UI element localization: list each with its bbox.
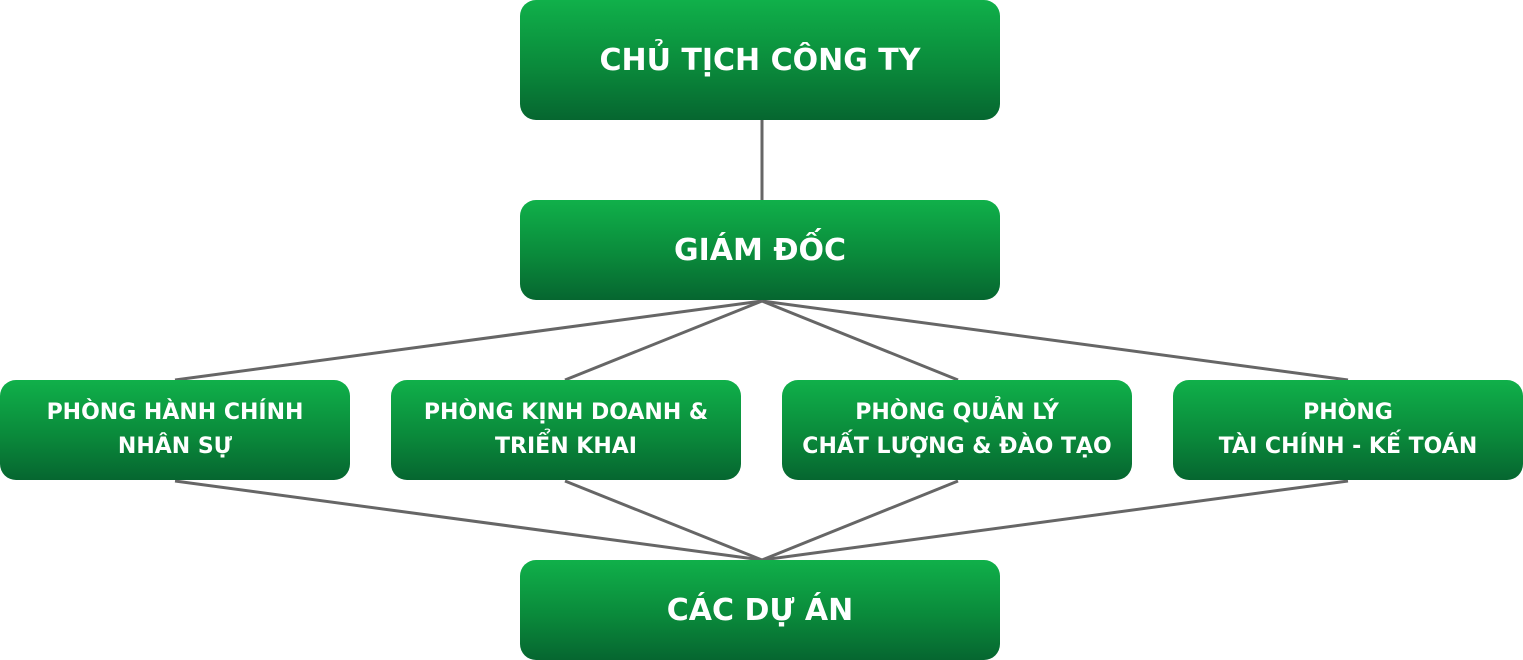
department-label: PHÒNG HÀNH CHÍNH [46,400,304,425]
connector-dept-1-projects [174,479,763,562]
projects-label: CÁC DỰ ÁN [666,592,854,628]
department-label: CHẤT LƯỢNG & ĐÀO TẠO [802,434,1112,459]
director-node: GIÁM ĐỐC [520,200,1000,300]
connector-dept-2-projects [564,479,763,562]
connector-director-dept-1 [174,299,763,382]
department-label: PHÒNG QUẢN LÝ [855,400,1059,425]
director-label: GIÁM ĐỐC [674,232,846,268]
department-node-hr: PHÒNG HÀNH CHÍNH NHÂN SỰ [0,380,350,480]
chairman-label: CHỦ TỊCH CÔNG TY [599,42,921,78]
connector-dept-3-projects [761,479,959,562]
department-node-finance: PHÒNG TÀI CHÍNH - KẾ TOÁN [1173,380,1523,480]
department-label: PHÒNG KỊNH DOANH & [423,400,709,425]
department-node-sales: PHÒNG KỊNH DOANH & TRIỂN KHAI [391,380,741,480]
department-label: TRIỂN KHAI [495,434,637,459]
department-label: NHÂN SỰ [117,434,233,459]
connector-director-dept-4 [761,299,1349,382]
connector-director-dept-2 [564,299,763,382]
department-label: PHÒNG [1303,400,1393,425]
department-node-quality: PHÒNG QUẢN LÝ CHẤT LƯỢNG & ĐÀO TẠO [782,380,1132,480]
chairman-node: CHỦ TỊCH CÔNG TY [520,0,1000,120]
department-label: TÀI CHÍNH - KẾ TOÁN [1218,434,1478,459]
projects-node: CÁC DỰ ÁN [520,560,1000,660]
connector-director-dept-3 [761,299,959,382]
connector-dept-4-projects [761,479,1349,562]
